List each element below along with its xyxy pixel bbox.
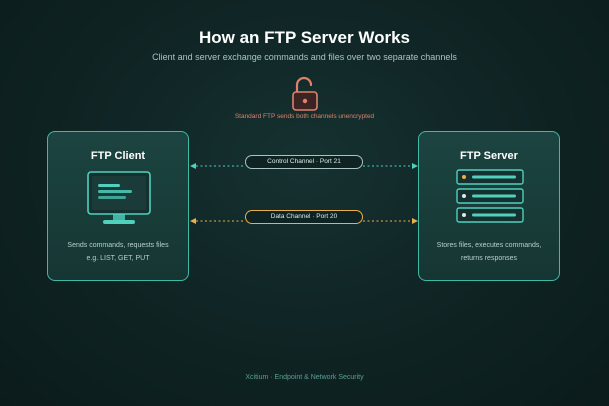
server-rack-icon <box>456 169 524 223</box>
server-unit <box>456 207 524 223</box>
server-title: FTP Server <box>460 150 518 162</box>
control-channel-label: Control Channel · Port 21 <box>245 155 363 169</box>
page-subtitle: Client and server exchange commands and … <box>152 52 457 62</box>
ftp-server-box: FTP Server Stores files, executes comman… <box>418 131 560 281</box>
client-description: Sends commands, requests files e.g. LIST… <box>56 239 180 265</box>
data-channel-label: Data Channel · Port 20 <box>245 210 363 224</box>
server-unit <box>456 188 524 204</box>
client-title: FTP Client <box>90 150 146 162</box>
client-description-line: Sends commands, requests files <box>67 242 169 249</box>
unlocked-padlock-icon <box>292 76 318 111</box>
client-description-line: e.g. LIST, GET, PUT <box>86 255 150 262</box>
ftp-client-box: FTP Client Sends commands, requests file… <box>47 131 189 281</box>
server-description-line: returns responses <box>460 255 518 262</box>
server-description-line: Stores files, executes commands, <box>436 242 542 249</box>
footer-credit: Xcitium · Endpoint & Network Security <box>245 374 364 381</box>
encryption-warning: Standard FTP sends both channels unencry… <box>234 113 375 120</box>
server-description: Stores files, executes commands, returns… <box>427 239 551 265</box>
server-unit <box>456 169 524 185</box>
monitor-icon <box>87 171 151 224</box>
page-title: How an FTP Server Works <box>199 28 410 47</box>
